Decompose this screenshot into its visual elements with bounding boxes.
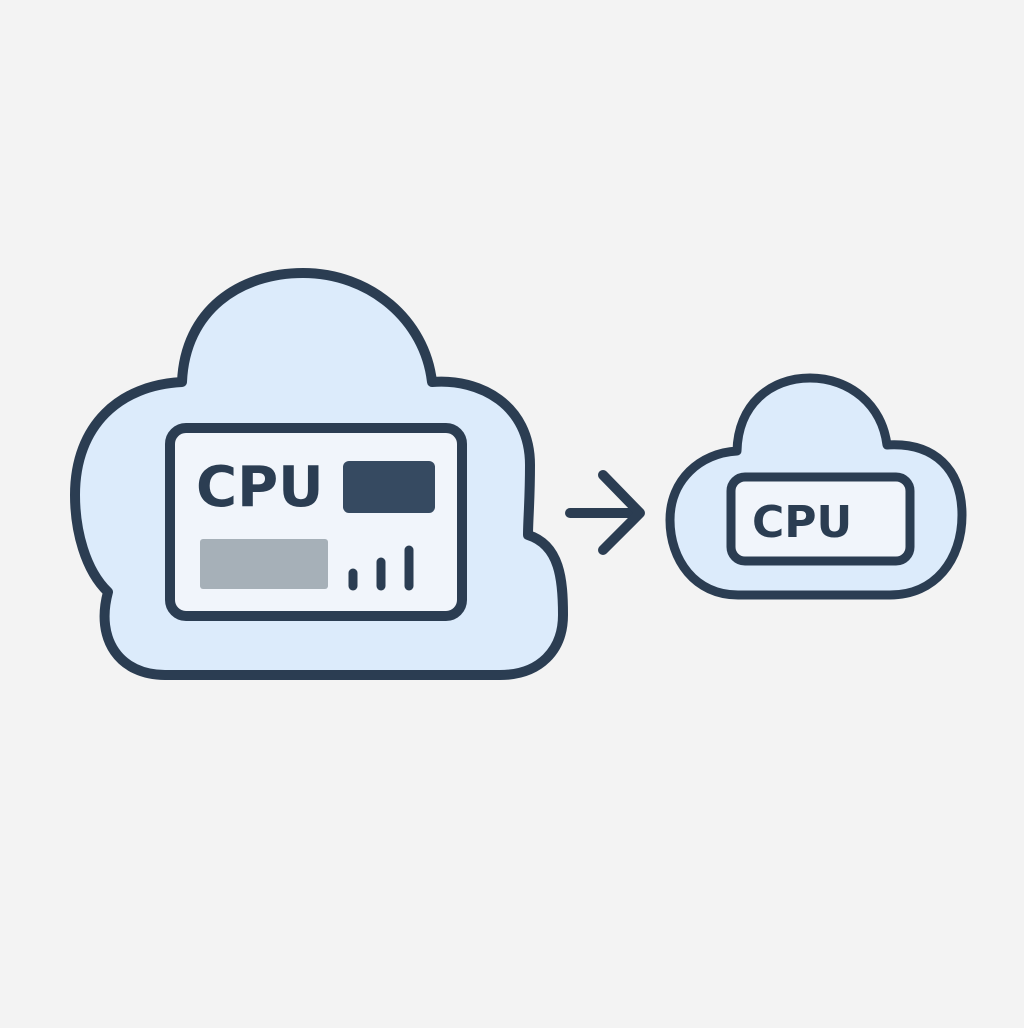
right-arrow-icon [565, 470, 645, 555]
target-cpu-label: CPU [752, 497, 852, 548]
signal-bars-icon [348, 545, 414, 591]
target-cpu-card [726, 472, 915, 566]
processor-chip-icon [343, 461, 435, 513]
target-cloud: CPU [665, 373, 967, 600]
memory-bar-icon [200, 539, 328, 589]
source-cloud: CPU [70, 268, 568, 680]
source-cpu-label: CPU [196, 455, 324, 520]
